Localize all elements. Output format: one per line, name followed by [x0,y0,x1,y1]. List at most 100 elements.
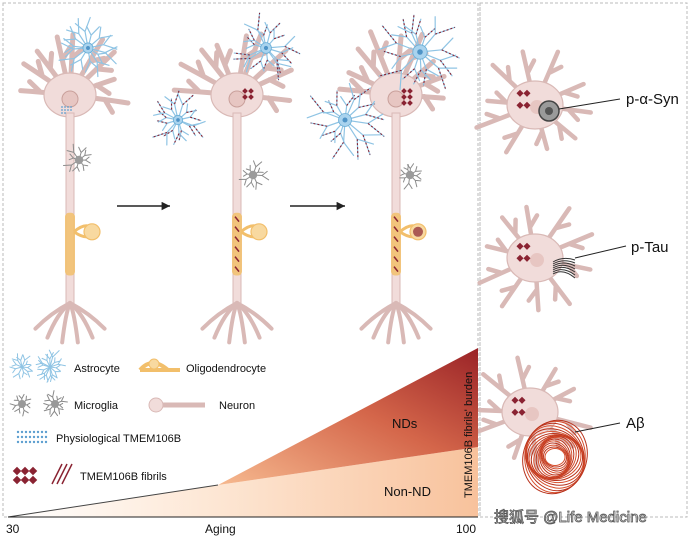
legend-oligodendrocyte-label: Oligodendrocyte [186,363,266,375]
astrocyte-nucleus [263,45,269,51]
legend-physiological-dot [36,435,40,439]
axis-aging-label: Aging [205,522,236,536]
astrocyte-process-fibril [157,110,167,119]
amyloid-plaque-fiber [522,419,588,495]
astrocyte-process-fibril [262,59,268,70]
legend-astrocyte-label: Astrocyte [74,363,120,375]
neuron-stage-aged [306,14,460,345]
axon-fibril [234,216,240,223]
astrocyte-process-fibril [367,122,385,137]
physiological-tmem106b-dot [64,112,66,114]
panel-neuron-nucleus [530,253,544,267]
legend-astrocyte-icon-2 [35,356,51,368]
amyloid-plaque-fiber [537,437,573,477]
panel-fibril [523,101,531,109]
legend-fibril-cluster [28,475,38,485]
astrocyte-process-fibril [332,141,345,159]
legend-astrocyte-icon-2 [48,349,60,368]
legend-physiological-dot [36,440,40,444]
astrocyte-process-fibril [402,19,408,38]
legend-astrocyte-icon-2 [49,366,61,378]
legend-physiological-dot [24,435,28,439]
legend-astrocyte-icon-2 [36,366,51,380]
panel-alpha-syn-neuron [474,49,621,155]
label-p-tau: p-Tau [631,239,669,256]
legend-fibril-cluster [28,466,38,476]
tau-tangle [552,262,576,267]
microglia-body [248,170,258,180]
astrocyte-process-fibril [281,52,292,64]
baseline-burden-line [7,484,219,518]
legend-physiological-dot [44,440,48,444]
amyloid-plaque-fiber [541,444,569,470]
legend-physiological-dot [20,440,24,444]
legend-oligodendrocyte-body [148,358,160,370]
legend-astrocyte-icon-2 [49,366,58,383]
tau-tangle [552,271,576,279]
axon-fibril [234,246,240,253]
axon-terminal [33,301,72,331]
astrocyte-process-fibril [310,95,324,113]
legend-physiological-dot [24,440,28,444]
legend-astrocyte-icon-1 [21,366,28,378]
astrocyte-process-fibril [356,139,359,160]
panel-fibril [518,396,526,404]
panel-abeta-neuron [472,355,621,495]
astrocyte-process-fibril [402,68,415,80]
astrocyte-process-fibril [422,69,427,86]
astrocyte-process [419,51,458,90]
legend-fibril-cluster [12,475,22,485]
physiological-tmem106b-dot [61,112,63,114]
label-p-alpha-syn: p-α-Syn [626,91,679,108]
neuron-stage-young [18,16,131,345]
soma-fibril [242,88,248,94]
soma-fibril [242,94,248,100]
amyloid-plaque-fiber [540,442,570,472]
legend-fibril-strand [61,463,73,485]
legend-microglia-label: Microglia [74,400,119,412]
axon-terminal [359,301,398,331]
soma-fibril [407,100,413,106]
panel-fibril [523,242,531,250]
legend-astrocyte-icon-1 [21,360,31,368]
astrocyte-process-fibril [193,125,204,138]
astrocyte-process-fibril [310,122,328,127]
axon-fibril [393,256,399,263]
legend-physiological-dot [36,430,40,434]
oligodendrocyte-body [250,223,268,241]
label-non-nd: Non-ND [384,484,431,499]
axon-fibril [393,236,399,243]
tau-tangle [552,269,576,276]
panel-tau-neuron [477,204,627,313]
astrocyte-process-fibril [273,34,285,40]
astrocyte-process [87,46,118,65]
astrocyte-process [87,47,110,78]
tau-tangle [552,260,576,265]
legend-physiological-dot [44,435,48,439]
pointer-line [574,245,627,259]
astrocyte-process [378,25,421,53]
astrocyte-process-fibril [415,19,422,35]
label-abeta: Aβ [626,415,645,432]
tau-tangle [552,257,576,263]
astrocyte-process-fibril [234,52,250,56]
panel-fibril [523,89,531,97]
axon-fibril [234,266,240,273]
physiological-tmem106b-dot [61,109,63,111]
amyloid-plaque-fiber [525,422,585,492]
amyloid-plaque-fiber [528,434,582,480]
axon-fibril [393,226,399,233]
astrocyte-nucleus [86,46,90,50]
neuron-nucleus [387,90,405,108]
physiological-tmem106b-dot [67,106,69,108]
amyloid-plaque-fiber [525,428,585,486]
legend-physiological-dot [40,430,44,434]
panel-fibril [516,89,524,97]
axon-fibril [393,216,399,223]
microglia-body [405,170,415,180]
legend-physiological-dot [40,435,44,439]
soma-fibril [407,94,413,100]
physiological-tmem106b-dot [64,106,66,108]
legend-physiological-dot [16,440,20,444]
